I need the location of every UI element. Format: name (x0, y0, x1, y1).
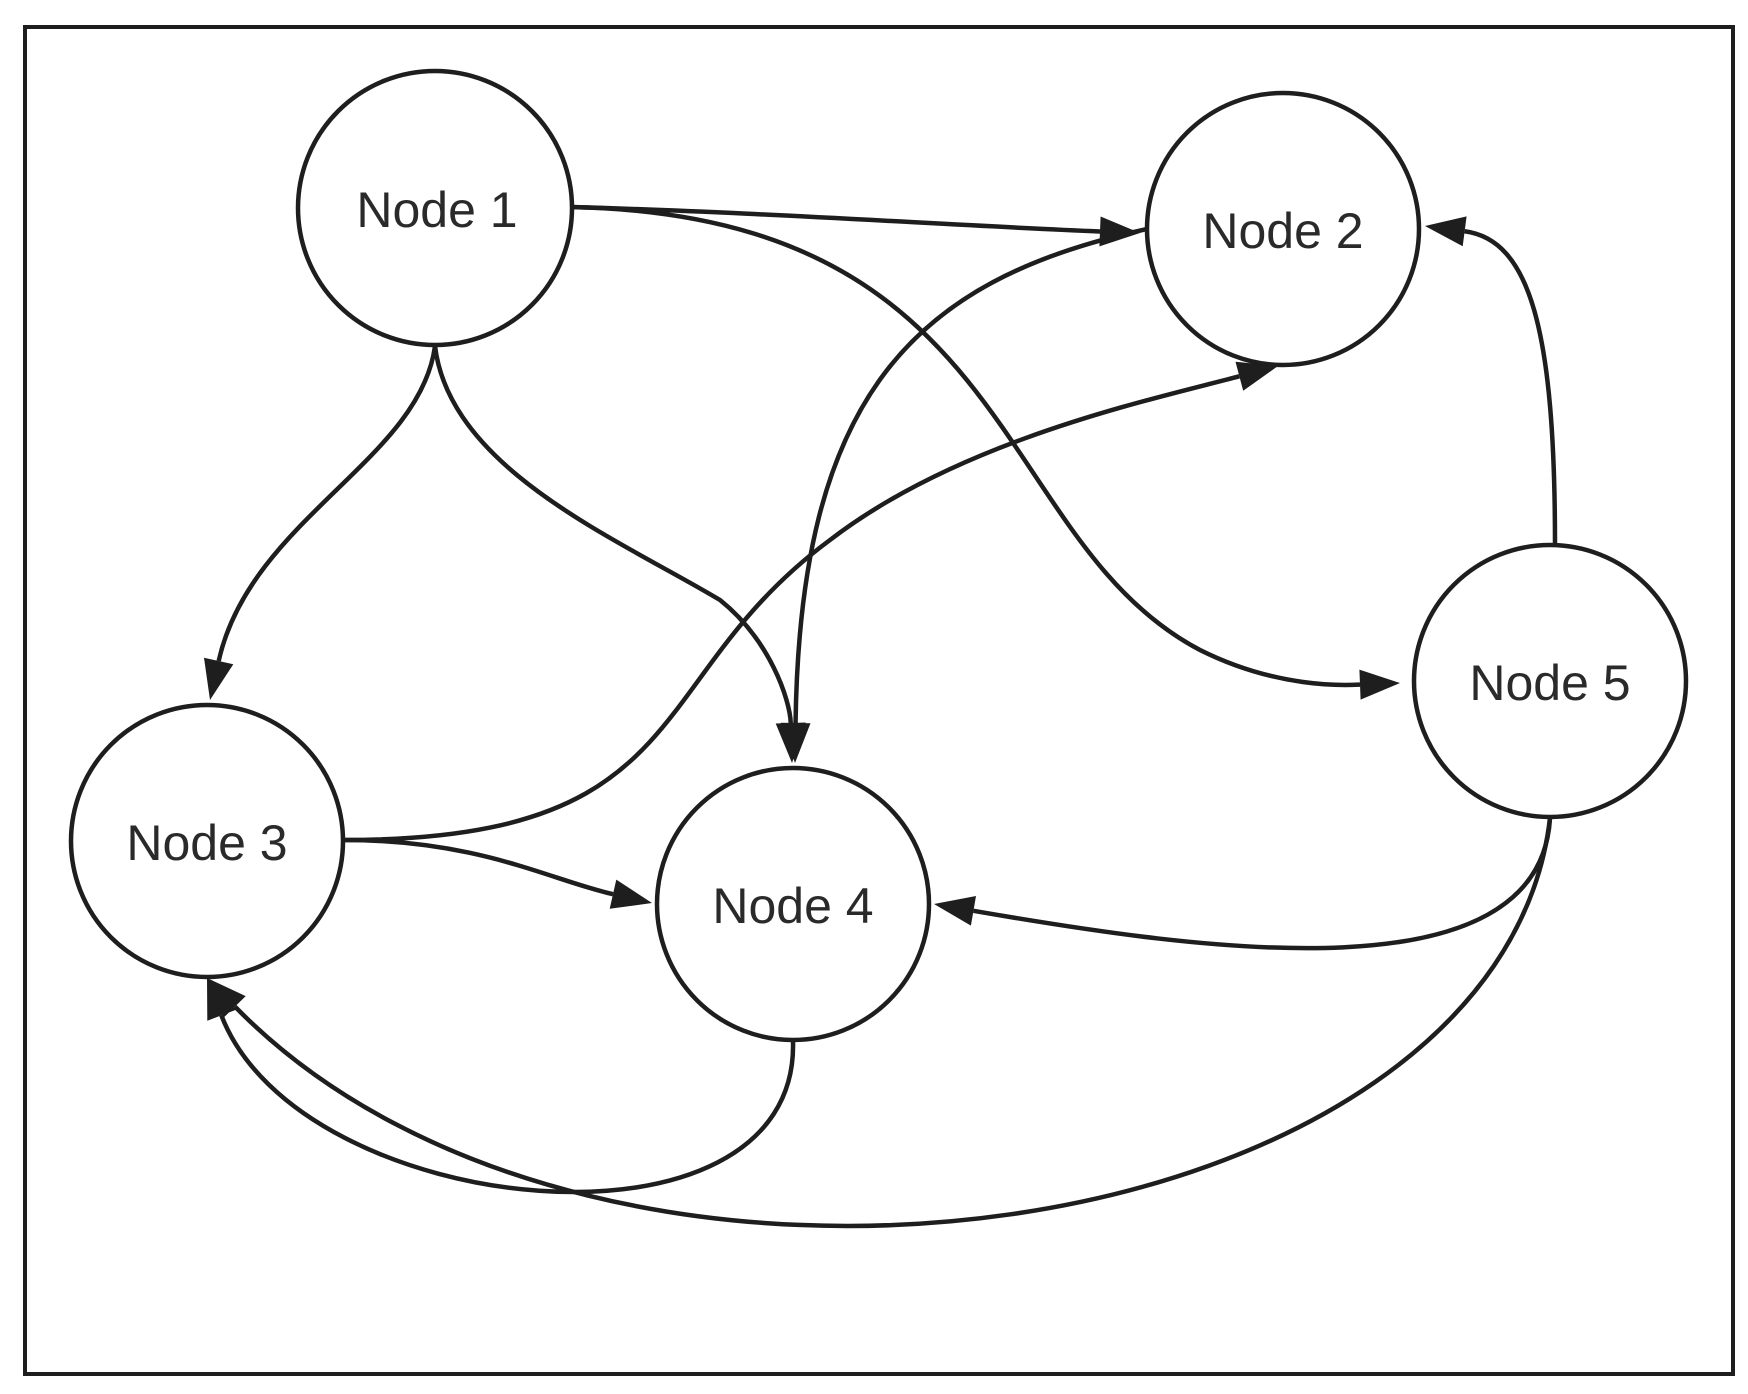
node-2-label: Node 2 (1202, 203, 1363, 259)
edge-line-n4-n3 (219, 1014, 796, 1195)
edge-n3-n4 (343, 837, 652, 909)
arrowhead-n2-n4 (780, 722, 811, 763)
edge-line-n1-n5 (569, 204, 1361, 688)
edge-line-n1-n4 (432, 345, 793, 724)
arrowhead-n3-n4 (609, 879, 652, 909)
edge-line-n1-n3 (216, 345, 438, 662)
arrowhead-n5-n3 (207, 978, 246, 1018)
edge-n1-n3 (204, 345, 438, 700)
diagram-frame (23, 25, 1735, 1376)
node-4-circle (654, 765, 932, 1043)
arrowhead-n5-n2 (1425, 216, 1467, 247)
arrowhead-n1-n5 (1359, 669, 1400, 700)
edge-line-n2-n4 (793, 226, 1148, 724)
arrowhead-n5-n4 (934, 896, 976, 926)
node-5-circle (1411, 542, 1689, 820)
node-3: Node 3 (68, 702, 346, 980)
node-2-circle (1144, 90, 1422, 368)
edge-line-n3-n4 (343, 837, 614, 897)
arrowhead-n1-n3 (204, 657, 234, 700)
edges-layer (204, 204, 1558, 1229)
node-1: Node 1 (295, 68, 575, 348)
edge-n3-n2 (343, 361, 1278, 843)
edge-line-n5-n4 (973, 817, 1553, 951)
node-4: Node 4 (654, 765, 932, 1043)
edge-line-n3-n2 (343, 374, 1240, 843)
edge-n2-n4 (780, 226, 1148, 763)
edge-n1-n4 (432, 345, 806, 763)
edge-n1-n5 (569, 204, 1400, 700)
node-3-label: Node 3 (126, 815, 287, 871)
edge-n5-n4 (934, 817, 1553, 951)
node-4-label: Node 4 (712, 878, 873, 934)
edge-line-n5-n3 (233, 817, 1553, 1229)
edge-n5-n2 (1425, 216, 1558, 546)
node-5-label: Node 5 (1469, 655, 1630, 711)
edge-line-n1-n2 (569, 204, 1101, 234)
arrowhead-n3-n2 (1235, 361, 1278, 391)
edge-line-n5-n2 (1464, 229, 1558, 546)
nodes-layer: Node 1 Node 2 Node 3 Node 4 Node 5 (68, 68, 1689, 1043)
node-1-label: Node 1 (356, 182, 517, 238)
node-2: Node 2 (1144, 90, 1422, 368)
node-3-circle (68, 702, 346, 980)
node-5: Node 5 (1411, 542, 1689, 820)
node-1-circle (295, 68, 575, 348)
edge-n5-n3 (207, 817, 1553, 1229)
